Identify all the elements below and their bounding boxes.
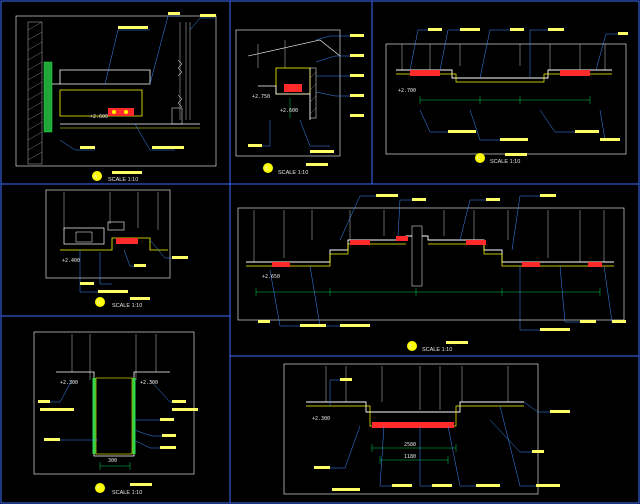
panel-e-level: +2.650 [262,274,280,280]
panel-d-scale: SCALE 1:10 [112,303,142,309]
panel-f-width: 300 [108,458,117,464]
panel-b-level-1: +2.750 [252,94,270,100]
panel-a-detail: +2.600 A SCALE 1:10 [15,12,217,183]
panel-a-scale: SCALE 1:10 [108,177,138,183]
panel-g-level: +2.300 [312,416,330,422]
panel-g-span-1: 2580 [404,442,416,448]
svg-text:C: C [477,156,480,162]
svg-text:F: F [97,486,100,492]
panel-b-scale: SCALE 1:10 [278,170,308,176]
svg-text:A: A [94,174,97,180]
svg-text:E: E [409,344,412,350]
panel-c-level: +2.700 [398,88,416,94]
panel-f-scale: SCALE 1:10 [112,490,142,496]
panel-b-level-2: +2.600 [280,108,298,114]
panel-c-detail: +2.700 C SCALE 1:10 [385,28,628,165]
panel-b-detail: +2.750 +2.600 B SCALE 1:10 [235,29,364,176]
panel-frame-g [229,355,640,504]
panel-f-detail: 300 +2.300 +2.300 F SCALE 1:10 [33,331,198,496]
panel-g-detail: 2580 1180 +2.300 [283,363,570,495]
panel-a-level: +2.600 [90,114,108,120]
panel-g-span-2: 1180 [404,454,416,460]
panel-c-scale: SCALE 1:10 [490,159,520,165]
panel-f-level-1: +2.300 [60,380,78,386]
panel-e-detail: +2.650 E SCALE 1:10 [237,194,626,353]
panel-f-level-2: +2.300 [140,380,158,386]
panel-d-detail: +2.400 D SCALE 1:10 [45,189,188,309]
panel-d-level: +2.400 [62,258,80,264]
svg-text:D: D [97,300,100,306]
panel-e-scale: SCALE 1:10 [422,347,452,353]
svg-text:B: B [265,166,268,172]
